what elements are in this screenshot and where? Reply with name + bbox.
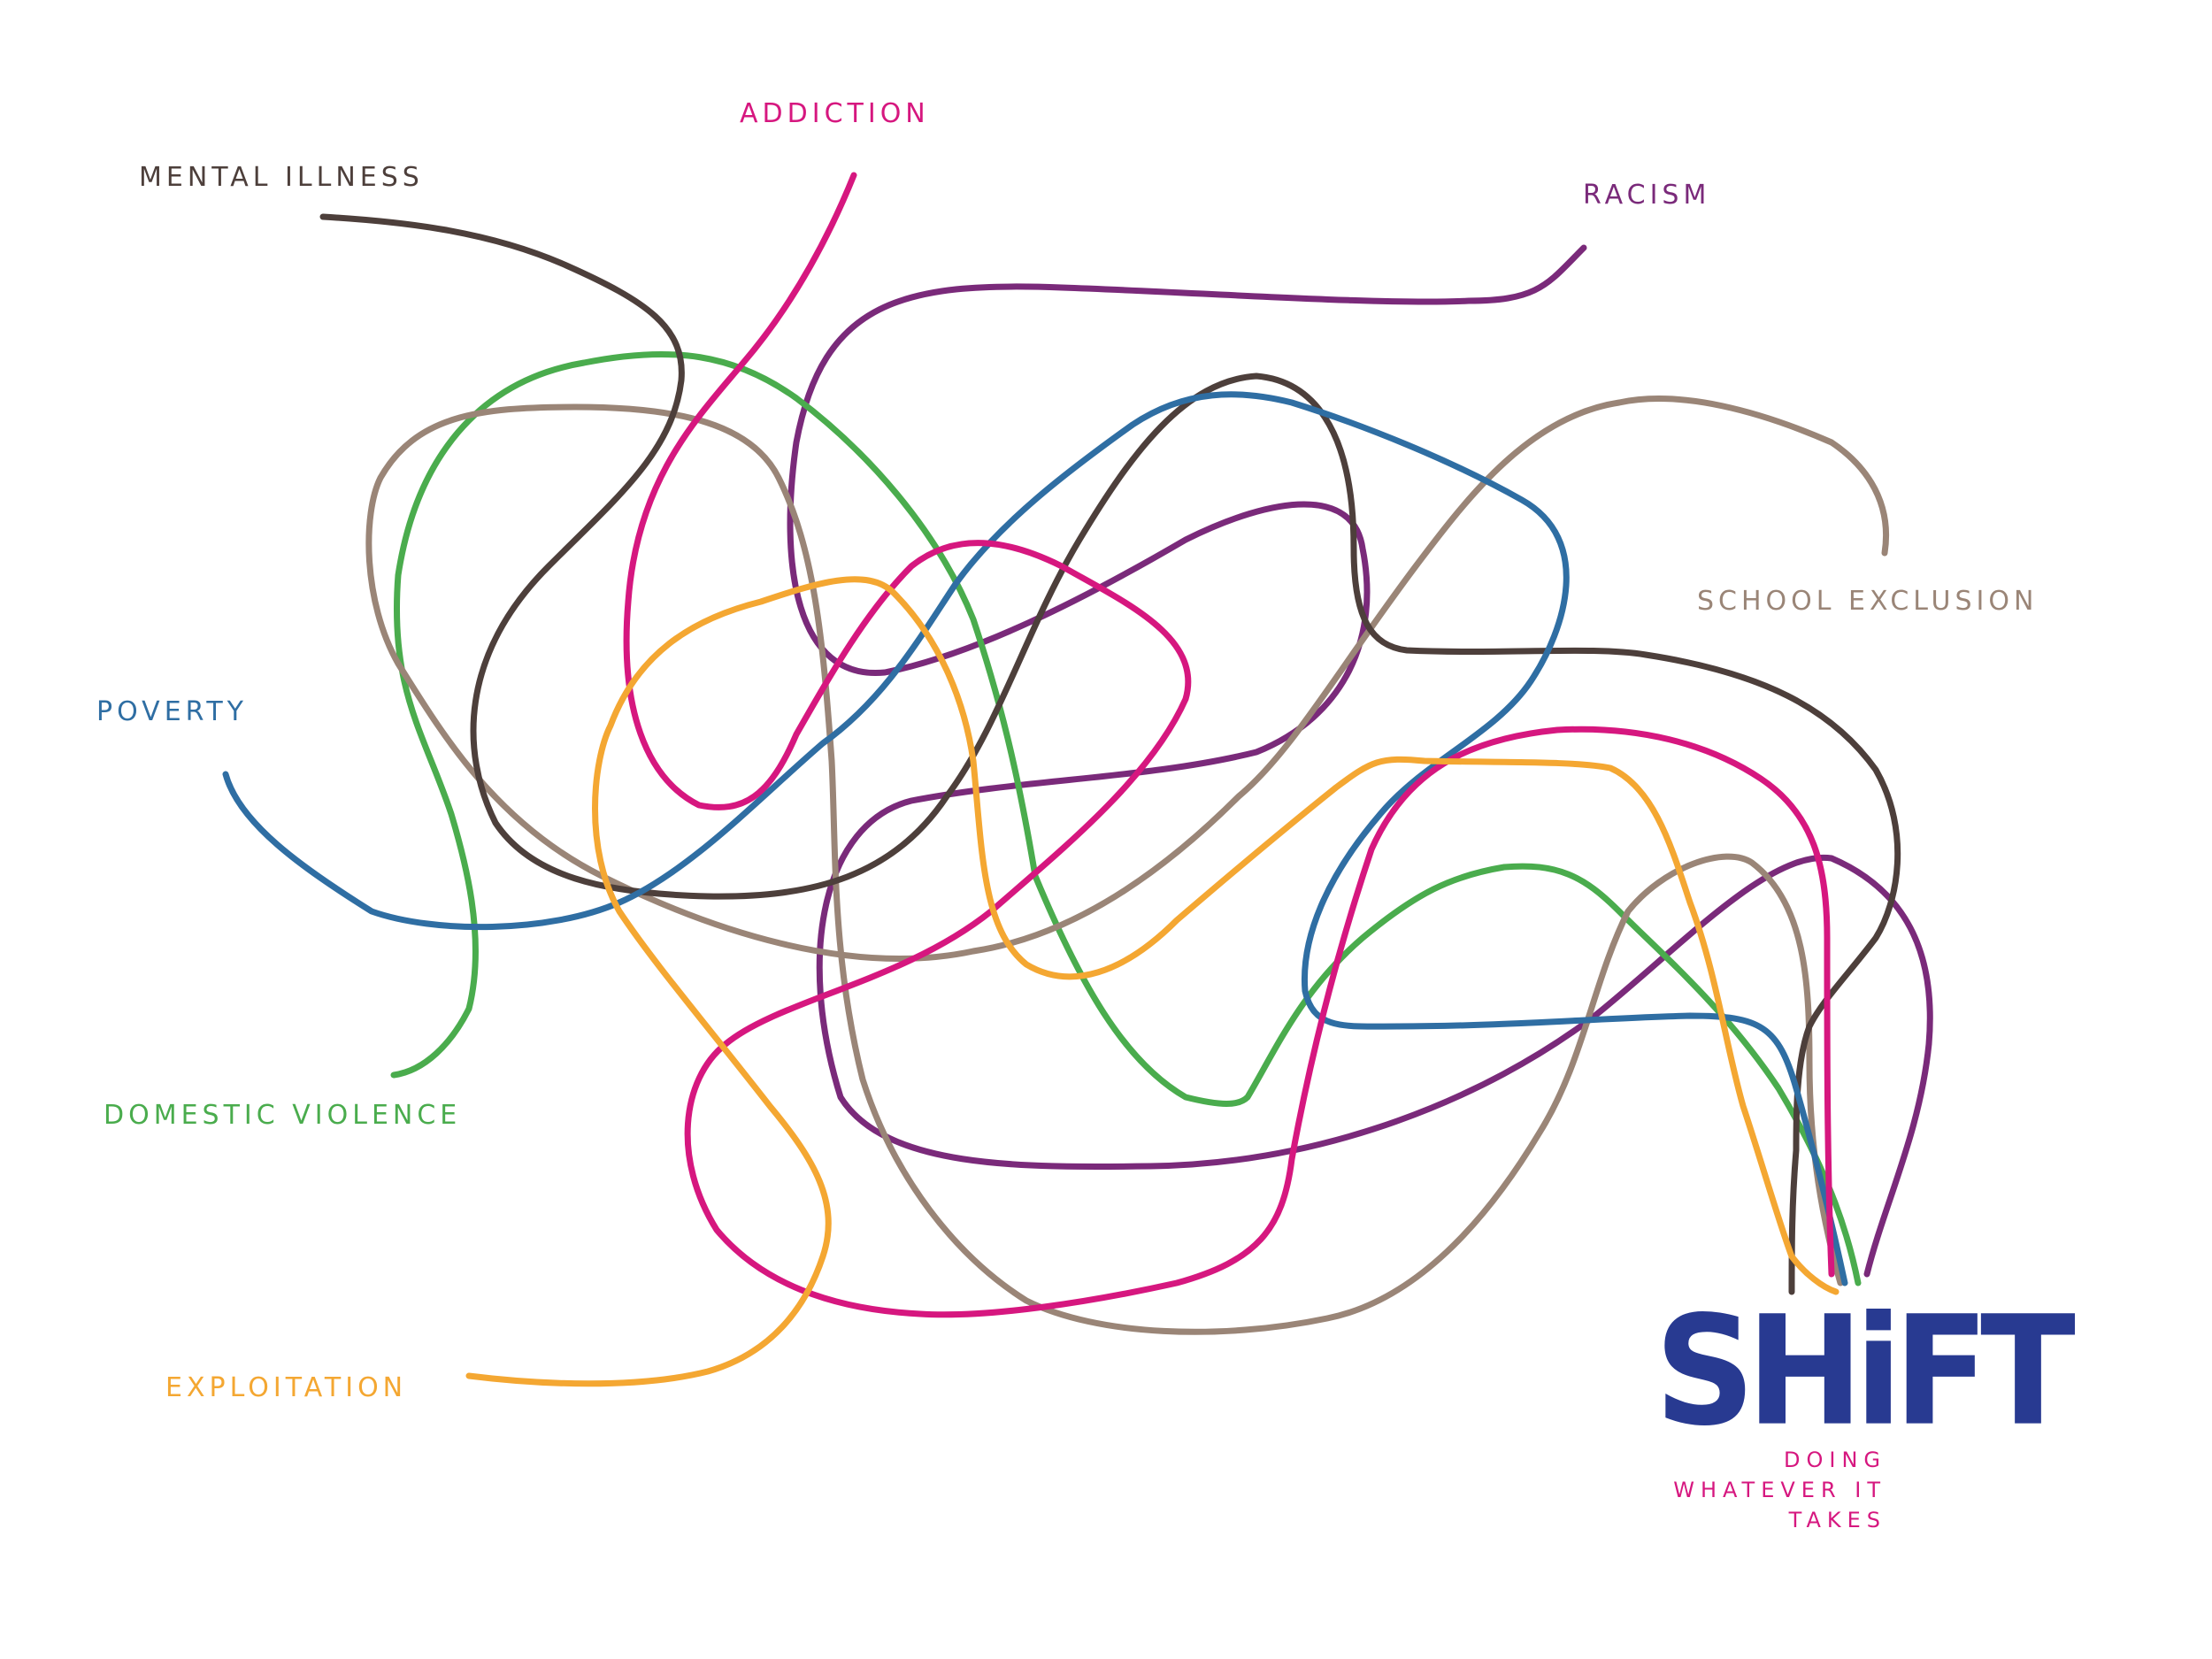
label-addiction: ADDICTION (740, 98, 930, 129)
shift-logo: SHiFT DOING WHATEVER IT TAKES (1655, 1296, 2076, 1615)
label-exploitation: EXPLOITATION (165, 1372, 408, 1403)
label-racism: RACISM (1583, 180, 1711, 211)
shift-tagline: DOING WHATEVER IT TAKES (1655, 1445, 1886, 1535)
label-school-exclusion: SCHOOL EXCLUSION (1697, 586, 2039, 617)
poverty-line (222, 391, 1848, 1286)
mental-illness-line (319, 213, 1901, 1295)
tagline-line-1: DOING (1784, 1448, 1886, 1472)
label-mental-illness: MENTAL ILLNESS (139, 162, 424, 193)
school-exclusion-line (365, 396, 1889, 1335)
label-poverty: POVERTY (96, 696, 248, 727)
tagline-line-2: WHATEVER IT (1673, 1478, 1886, 1502)
exploitation-line (465, 576, 1839, 1387)
addiction-line (623, 172, 1835, 1318)
domestic-violence-line (390, 350, 1862, 1286)
tagline-line-3: TAKES (1788, 1508, 1886, 1532)
label-domestic-violence: DOMESTIC VIOLENCE (104, 1100, 462, 1131)
shift-wordmark: SHiFT (1655, 1283, 2076, 1460)
racism-line (787, 244, 1933, 1278)
